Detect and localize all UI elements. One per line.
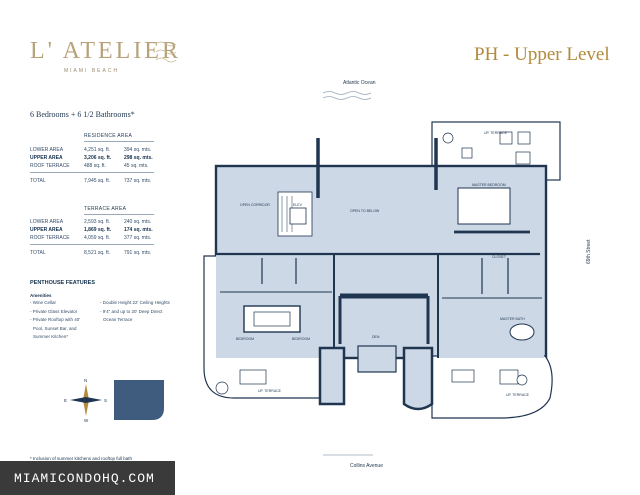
compass-n-label: N [84, 378, 87, 383]
terrace-area-heading: TERRACE AREA [84, 206, 127, 212]
master-bed [457, 187, 511, 225]
room-label: UP. TERRACE [484, 131, 508, 135]
bathtub [509, 323, 535, 341]
room-label: OPEN TO BELOW [350, 209, 380, 213]
den-box [357, 345, 397, 373]
room-label: GYM [388, 295, 396, 299]
street-marker [323, 454, 373, 456]
amenities-list-right: - Double Height 22' Ceiling Heights - 9'… [100, 299, 190, 325]
terrace-right [431, 355, 553, 419]
compass-w-label: W [84, 418, 89, 422]
residence-row-label: LOWER AREA [30, 147, 64, 153]
compass-rose-icon: N W E S [64, 378, 107, 422]
amenity-item: - Private Rooftop with 40' [30, 317, 81, 322]
terrace-row-sqft: 2,593 sq. ft. [84, 219, 111, 225]
amenity-item: Ocean Terrace [103, 317, 133, 322]
room-label: OPEN CORRIDOR [240, 203, 270, 207]
amenity-item: Summer Kitchen* [33, 334, 69, 339]
terrace-total-label: TOTAL [30, 250, 46, 256]
amenity-item: - Private Glass Elevator [30, 308, 78, 314]
room-label: BEDROOM [236, 337, 254, 341]
room-label: DEN [372, 335, 380, 339]
watermark: MIAMICONDOHQ.COM [0, 461, 175, 495]
master-wing [438, 254, 544, 358]
terrace-total-sqft: 8,521 sq. ft. [84, 250, 111, 256]
compass-e-label: E [64, 398, 67, 403]
residence-area-heading: RESIDENCE AREA [84, 133, 133, 139]
terrace-row-label: ROOF TERRACE [30, 235, 70, 241]
terrace-total-sqm: 791 sq. mts. [124, 250, 152, 256]
divider [30, 244, 154, 245]
plan-title: PH - Upper Level [474, 44, 610, 65]
amenity-item: Pool, Sunset Bar, and [33, 325, 77, 331]
amenity-item: - 9'4" and up to 20' Deep Direct [100, 308, 163, 314]
divider [84, 141, 154, 142]
key-plan [114, 380, 164, 420]
residence-total-sqm: 737 sq. mts. [124, 178, 152, 184]
terrace-row-sqm: 240 sq. mts. [124, 219, 152, 225]
amenity-item: - Double Height 22' Ceiling Heights [100, 300, 170, 305]
room-label: ELEV [293, 203, 303, 207]
room-label: MASTER BEDROOM [472, 183, 506, 187]
wave-mark [155, 41, 177, 63]
terrace-row-sqm: 174 sq. mts. [124, 227, 153, 233]
brand-logo: L' ATELIER [30, 38, 181, 64]
room-label: UP. TERRACE [506, 393, 530, 397]
rooms-summary: 6 Bedrooms + 6 1/2 Bathrooms* [30, 110, 135, 119]
glass-elevator [402, 346, 434, 411]
residence-row-sqm: 45 sq. mts. [124, 163, 149, 169]
residence-row-sqft: 3,206 sq. ft. [84, 155, 112, 161]
residence-row-sqm: 394 sq. mts. [124, 147, 152, 153]
floor-plan: UP. TERRACE MASTER BEDROOM OPEN CORRIDOR… [203, 121, 561, 419]
residence-row-sqft: 4,251 sq. ft. [84, 147, 111, 153]
amenities-list-left: - Wine Cellar - Private Glass Elevator -… [30, 299, 98, 342]
service-stair [318, 346, 346, 406]
room-label: MASTER BATH [500, 317, 525, 321]
street-label-right: 69th Street [586, 239, 592, 264]
wave-mark [322, 91, 372, 100]
compass-s-label: S [104, 398, 107, 403]
residence-row-sqm: 298 sq. mts. [124, 155, 153, 161]
terrace-row-label: UPPER AREA [30, 227, 63, 233]
terrace-row-label: LOWER AREA [30, 219, 64, 225]
room-label: CLOSET [492, 255, 507, 259]
room-label: BEDROOM [292, 337, 310, 341]
footnote: * Inclusion of summer kitchens and rooft… [30, 456, 133, 461]
amenities-heading: Amenities [30, 293, 52, 298]
residence-row-sqft: 488 sq. ft. [84, 163, 106, 169]
residence-total-sqft: 7,945 sq. ft. [84, 178, 111, 184]
terrace-row-sqft: 1,869 sq. ft. [84, 227, 112, 233]
terrace-row-sqm: 377 sq. mts. [124, 235, 152, 241]
residence-row-label: UPPER AREA [30, 155, 63, 161]
street-label-bottom: Collins Avenue [350, 463, 383, 469]
features-heading: PENTHOUSE FEATURES [30, 280, 95, 286]
room-label: UP. TERRACE [258, 389, 282, 393]
ocean-label: Atlantic Ocean [343, 80, 376, 86]
amenity-item: - Wine Cellar [30, 300, 57, 305]
terrace-row-sqft: 4,059 sq. ft. [84, 235, 111, 241]
divider [84, 214, 154, 215]
divider [30, 172, 154, 173]
brand-logo-subtitle: MIAMI BEACH [64, 68, 120, 74]
terrace-furniture [215, 131, 531, 395]
residence-row-label: ROOF TERRACE [30, 163, 70, 169]
elevator [289, 207, 307, 225]
residence-total-label: TOTAL [30, 178, 46, 184]
